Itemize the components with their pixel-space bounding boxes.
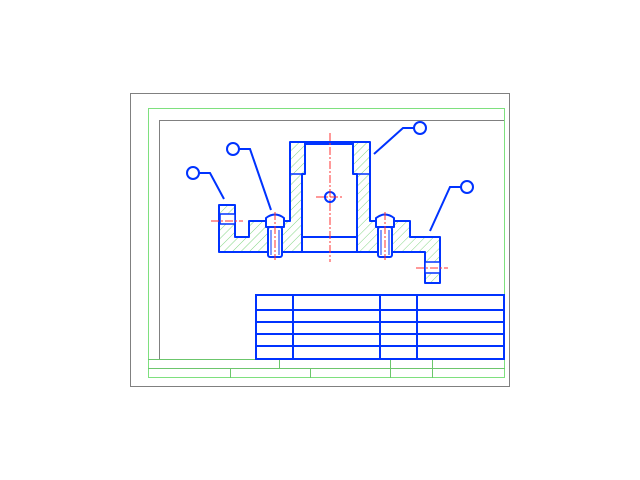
balloon-4 [460, 180, 474, 194]
left-lug-hole [219, 213, 236, 225]
balloon-3 [413, 121, 427, 135]
parts-list-table [255, 294, 505, 360]
inner-frame [159, 120, 504, 359]
balloon-2 [226, 142, 240, 156]
outer-frame [130, 93, 510, 387]
green-frame [148, 108, 505, 378]
title-block [148, 359, 505, 378]
balloon-1 [186, 166, 200, 180]
centerlines [211, 133, 448, 269]
leaders [186, 121, 474, 232]
